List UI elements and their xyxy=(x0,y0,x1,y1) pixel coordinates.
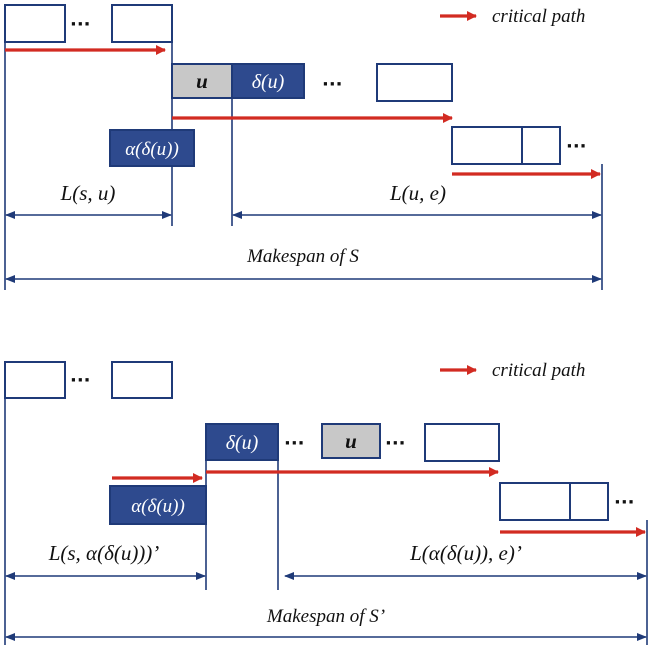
legend-bottom: critical path xyxy=(440,360,585,381)
ellipsis: ··· xyxy=(385,433,406,454)
task-box xyxy=(4,361,66,399)
schedule-s-prime: critical path ··· δ(u) ··· u ··· α(δ(u))… xyxy=(4,360,648,645)
task-box xyxy=(499,482,571,521)
makespan-label: Makespan of S’ xyxy=(266,606,385,627)
task-box xyxy=(111,4,173,43)
task-box xyxy=(521,126,561,165)
ellipsis: ··· xyxy=(322,74,343,95)
legend-top: critical path xyxy=(440,6,585,27)
ellipsis: ··· xyxy=(614,492,635,513)
ellipsis: ··· xyxy=(70,370,91,391)
task-box xyxy=(424,423,500,462)
task-u xyxy=(321,423,381,459)
ellipsis: ··· xyxy=(284,433,305,454)
task-delta-u-label: δ(u) xyxy=(252,71,285,93)
task-delta-u-label: δ(u) xyxy=(226,432,259,454)
task-box xyxy=(451,126,523,165)
task-delta-u xyxy=(205,423,279,461)
task-box xyxy=(4,4,66,43)
legend-label: critical path xyxy=(492,360,585,381)
ellipsis: ··· xyxy=(70,14,91,35)
task-alpha xyxy=(109,485,207,525)
task-box xyxy=(376,63,453,102)
task-u-label: u xyxy=(345,429,357,453)
task-u xyxy=(171,63,233,99)
task-box xyxy=(111,361,173,399)
task-u-label: u xyxy=(196,69,208,93)
schedule-s: critical path ··· u δ(u) ··· α(δ(u)) ···… xyxy=(4,4,603,290)
task-delta-u xyxy=(231,63,305,99)
task-alpha-label: α(δ(u)) xyxy=(125,139,179,160)
task-box xyxy=(569,482,609,521)
ellipsis: ··· xyxy=(566,136,587,157)
makespan-label: Makespan of S xyxy=(246,246,359,267)
l-sa-label: L(s, α(δ(u)))’ xyxy=(48,541,160,565)
task-alpha-label: α(δ(u)) xyxy=(131,496,185,517)
l-su-label: L(s, u) xyxy=(60,181,116,205)
l-ae-label: L(α(δ(u)), e)’ xyxy=(409,541,522,565)
task-alpha xyxy=(109,129,195,167)
legend-label: critical path xyxy=(492,6,585,27)
l-ue-label: L(u, e) xyxy=(389,181,446,205)
